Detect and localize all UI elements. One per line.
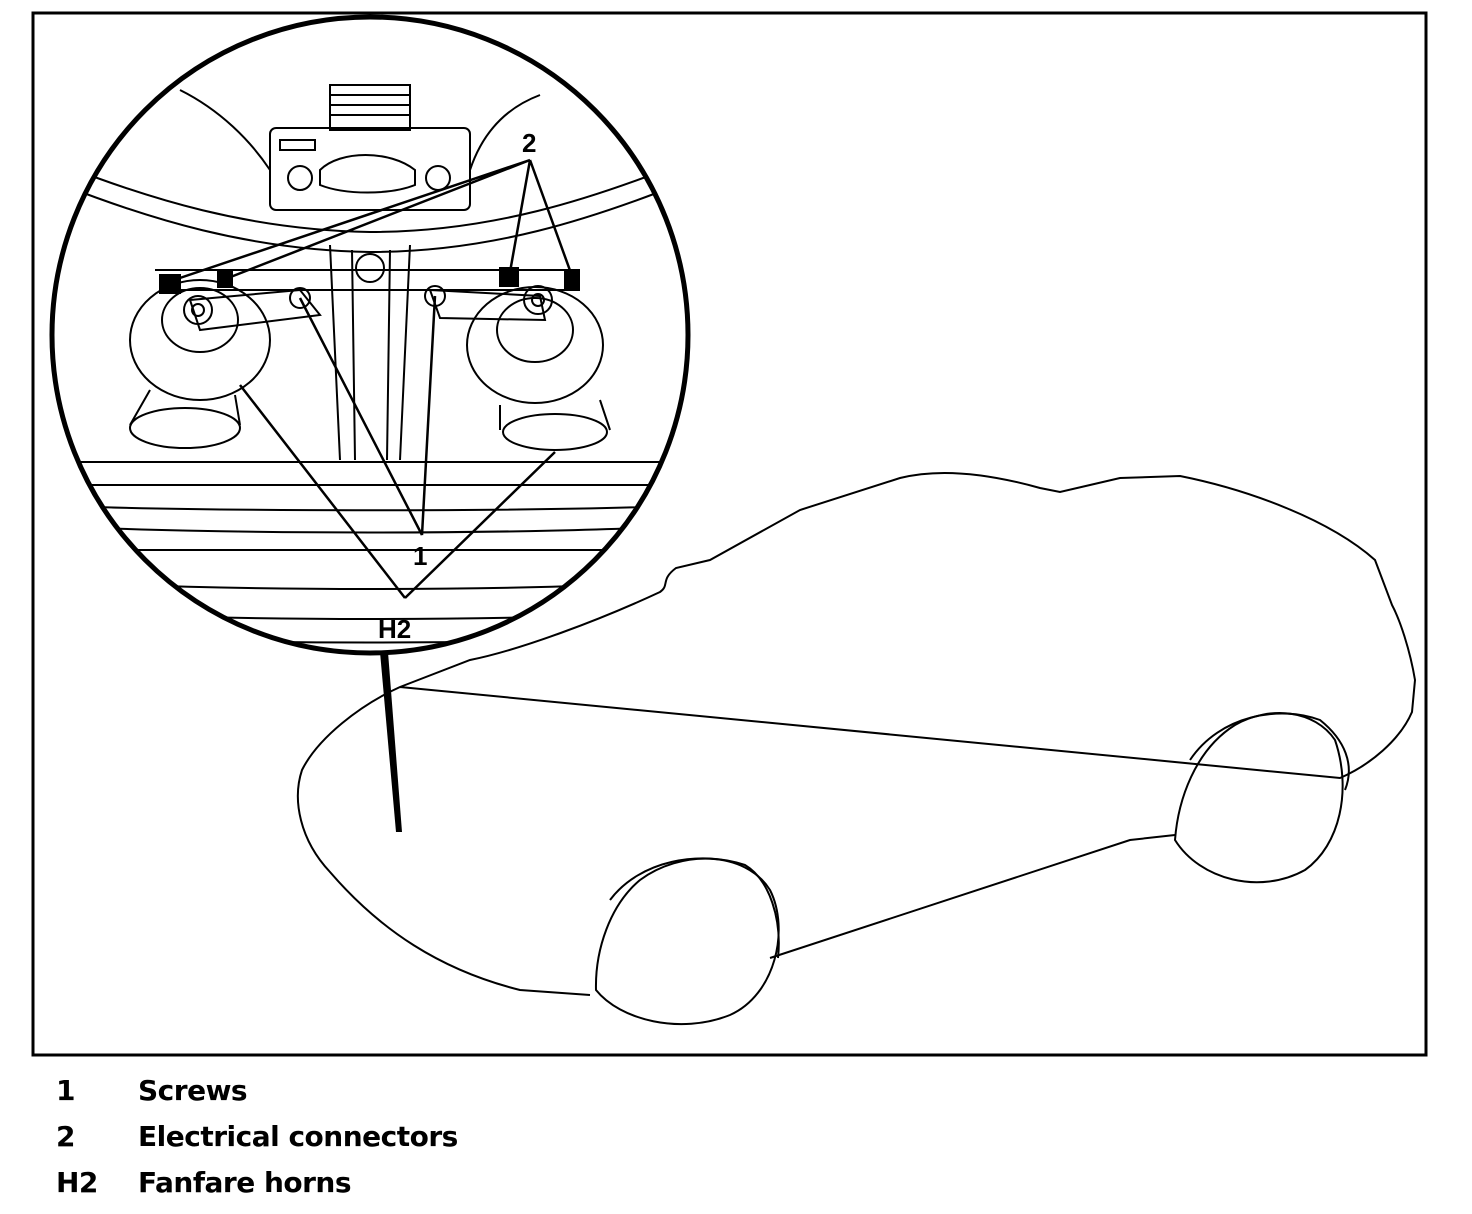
- legend-key: H2: [56, 1166, 98, 1199]
- rear-wheel: [1173, 712, 1344, 884]
- figure-border: [31, 11, 1428, 1057]
- legend-key: 1: [56, 1074, 75, 1107]
- radiator-panel: [269, 127, 471, 211]
- leader-1: [298, 295, 437, 536]
- callout-screws: 1: [413, 541, 427, 571]
- detail-circle: [49, 14, 691, 656]
- legend-row-connectors: 2 Electrical connectors: [56, 1116, 856, 1162]
- diagram-figure: 2 1 H2: [31, 11, 1428, 1057]
- leader-h2: [239, 384, 556, 599]
- car-body: [296, 472, 1417, 996]
- left-horn: [129, 279, 271, 401]
- callout-connectors: 2: [522, 128, 536, 158]
- legend-label: Screws: [138, 1074, 248, 1107]
- legend: 1 Screws 2 Electrical connectors H2 Fanf…: [56, 1070, 856, 1208]
- leader-lines: [167, 158, 574, 599]
- car-outline: [296, 472, 1417, 1026]
- legend-row-screws: 1 Screws: [56, 1070, 856, 1116]
- legend-label: Fanfare horns: [138, 1166, 352, 1199]
- legend-label: Electrical connectors: [138, 1120, 458, 1153]
- legend-key: 2: [56, 1120, 75, 1153]
- front-wheel: [594, 857, 780, 1026]
- connector-right: [499, 267, 519, 287]
- callout-horns: H2: [378, 614, 411, 644]
- detail-pointer: [380, 652, 402, 832]
- front-wheel-arch: [609, 857, 780, 959]
- rear-wheel-arch: [1189, 712, 1350, 791]
- leader-2: [167, 158, 574, 284]
- detail-view: [52, 84, 688, 644]
- left-bracket: [188, 288, 322, 332]
- right-bracket: [428, 288, 547, 322]
- legend-row-horns: H2 Fanfare horns: [56, 1162, 856, 1208]
